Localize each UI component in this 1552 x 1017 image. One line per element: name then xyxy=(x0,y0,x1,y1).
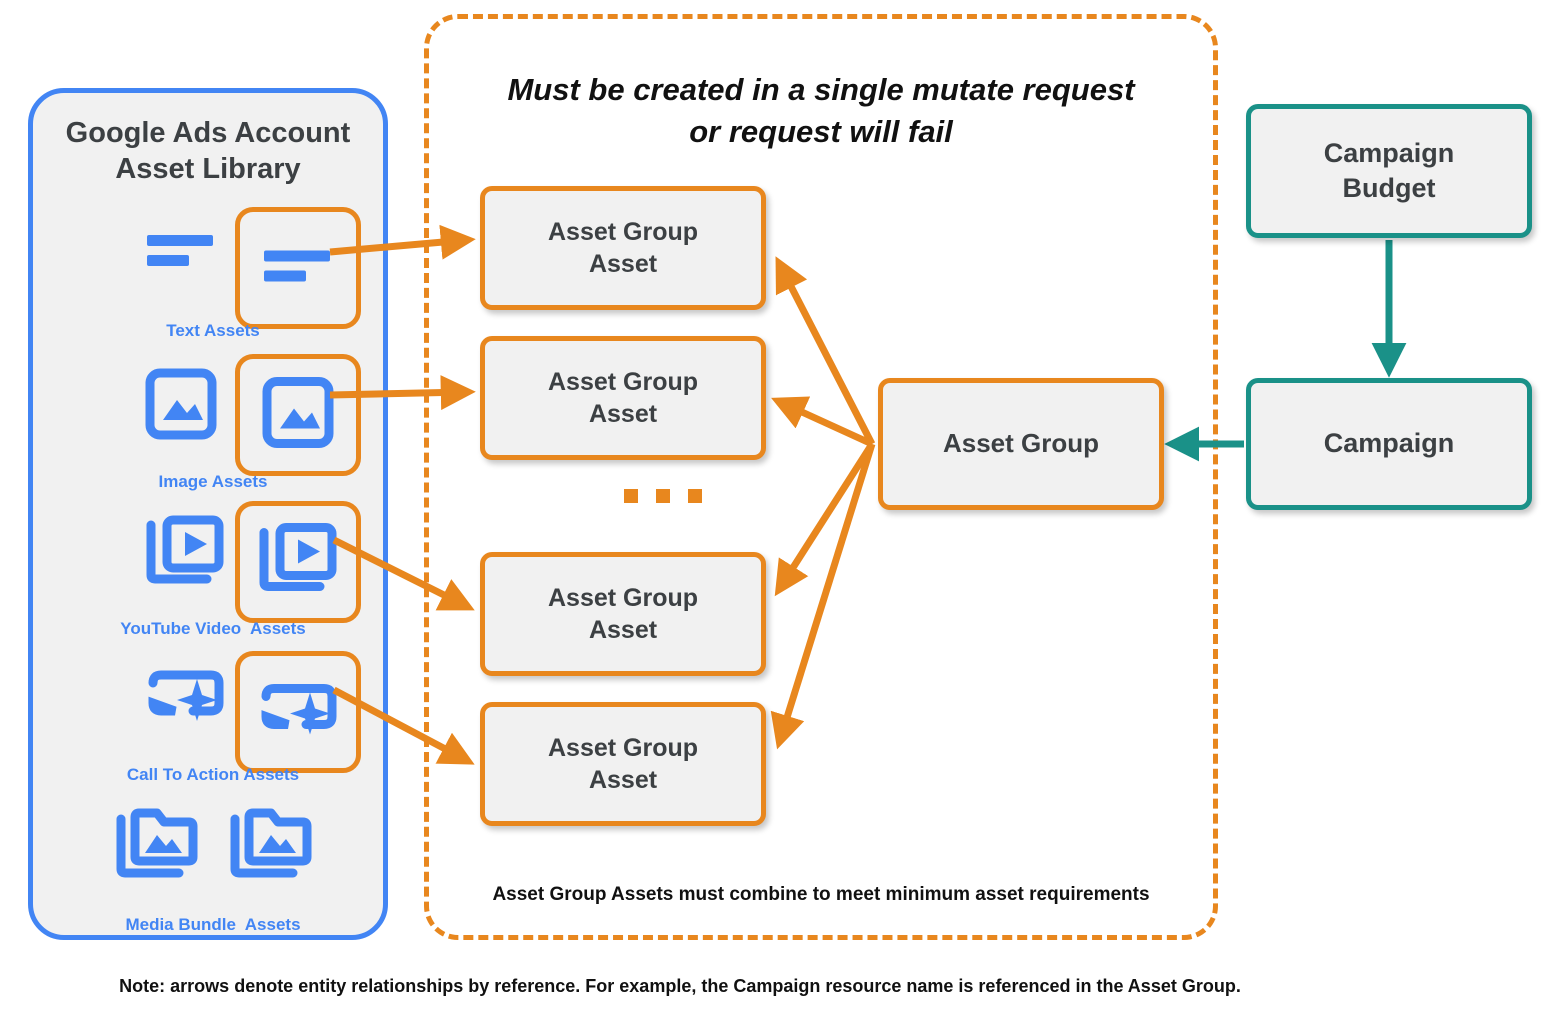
campaign-budget-node[interactable]: Campaign Budget xyxy=(1246,104,1532,238)
ellipsis-dot xyxy=(624,489,638,503)
text-asset-icon xyxy=(262,237,334,300)
text-asset-selected-box[interactable] xyxy=(235,207,361,329)
youtube-video-asset-selected-box[interactable] xyxy=(235,501,361,623)
image-asset-icon xyxy=(262,377,334,454)
youtube-video-asset-icon xyxy=(145,515,225,594)
library-item-call-to-action-assets[interactable]: Call To Action Assets xyxy=(33,651,393,784)
text-asset-icon xyxy=(145,221,217,284)
asset-group-asset-node[interactable]: Asset Group Asset xyxy=(480,702,766,826)
asset-library-panel: Google Ads Account Asset Library xyxy=(28,88,388,940)
library-item-media-bundle-assets[interactable]: Media Bundle Assets xyxy=(33,805,393,934)
asset-group-asset-node[interactable]: Asset Group Asset xyxy=(480,336,766,460)
asset-group-asset-node[interactable]: Asset Group Asset xyxy=(480,186,766,310)
call-to-action-asset-selected-box[interactable] xyxy=(235,651,361,773)
call-to-action-asset-icon xyxy=(145,665,225,732)
mutate-request-footer: Asset Group Assets must combine to meet … xyxy=(492,884,1150,905)
youtube-video-asset-icon xyxy=(258,523,338,602)
asset-library-title: Google Ads Account Asset Library xyxy=(65,117,351,186)
library-item-text-assets[interactable]: Text Assets xyxy=(33,207,393,340)
library-item-label: Media Bundle Assets xyxy=(125,915,301,934)
library-item-label: Image Assets xyxy=(158,472,268,491)
campaign-node[interactable]: Campaign xyxy=(1246,378,1532,510)
ellipsis-dot xyxy=(688,489,702,503)
library-item-label: Call To Action Assets xyxy=(126,765,300,784)
library-item-image-assets[interactable]: Image Assets xyxy=(33,354,393,491)
image-asset-icon xyxy=(145,368,217,445)
media-bundle-asset-icon xyxy=(229,805,313,888)
library-item-youtube-video-assets[interactable]: YouTube Video Assets xyxy=(33,501,393,638)
call-to-action-asset-icon xyxy=(258,679,338,746)
asset-group-asset-node[interactable]: Asset Group Asset xyxy=(480,552,766,676)
asset-group-node[interactable]: Asset Group xyxy=(878,378,1164,510)
footer-note: Note: arrows denote entity relationships… xyxy=(119,976,1241,996)
mutate-request-title: Must be created in a single mutate reque… xyxy=(507,72,1135,149)
ellipsis-dot xyxy=(656,489,670,503)
media-bundle-asset-icon xyxy=(115,805,199,888)
library-item-label: YouTube Video Assets xyxy=(120,619,306,638)
image-asset-selected-box[interactable] xyxy=(235,354,361,476)
ellipsis-marker xyxy=(624,489,702,503)
library-item-label: Text Assets xyxy=(166,321,260,340)
